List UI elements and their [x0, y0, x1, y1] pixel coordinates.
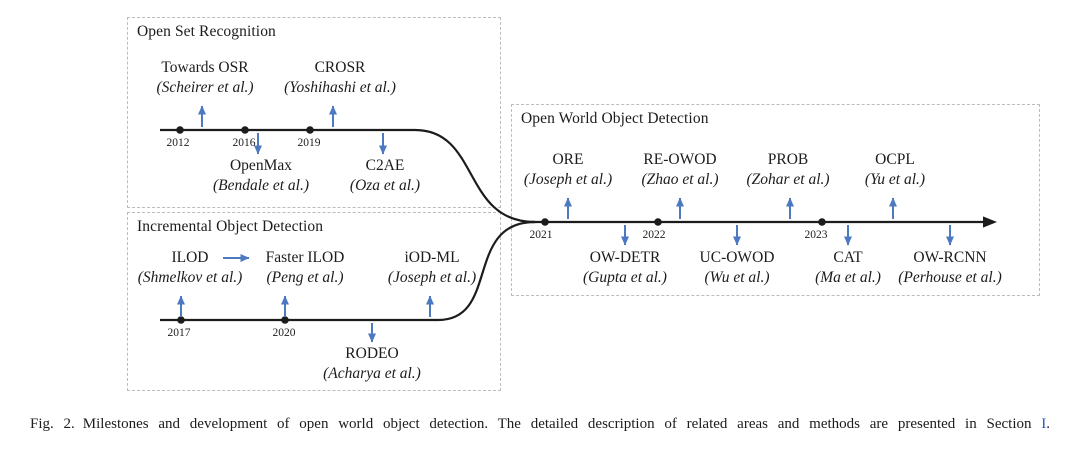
figure-caption: Fig. 2. Milestones and development of ope…	[30, 416, 1050, 433]
owod-panel-box	[511, 104, 1040, 296]
year-label-2012: 2012	[166, 137, 190, 149]
milestone-ore: ORE (Joseph et al.)	[524, 150, 612, 190]
milestone-name: Towards OSR	[161, 59, 249, 76]
milestone-citation: (Shmelkov et al.)	[137, 269, 243, 286]
year-label-2020: 2020	[272, 327, 296, 339]
caption-text: Milestones and development of open world…	[82, 416, 1032, 432]
osr-timeline-path	[160, 128, 536, 224]
milestone-citation: (Yoshihashi et al.)	[284, 79, 396, 96]
milestone-faster-ilod: Faster ILOD (Peng et al.)	[266, 248, 345, 288]
milestone-name: ILOD	[171, 249, 209, 266]
milestone-name: CAT	[833, 249, 863, 266]
milestone-towards-osr: Towards OSR (Scheirer et al.)	[156, 58, 253, 98]
iod-panel-title: Incremental Object Detection	[137, 218, 324, 235]
dot-2023	[818, 218, 826, 226]
milestone-ow-detr: OW-DETR (Gupta et al.)	[583, 248, 667, 288]
dot-2020	[281, 316, 289, 324]
milestone-citation: (Scheirer et al.)	[156, 79, 254, 96]
milestone-name: Faster ILOD	[265, 249, 345, 266]
year-label-2023: 2023	[804, 229, 828, 241]
dot-2016	[241, 126, 249, 134]
milestone-name: C2AE	[365, 157, 405, 174]
iod-panel-box	[127, 212, 501, 391]
iod-timeline-path	[160, 220, 536, 322]
milestone-citation: (Bendale et al.)	[213, 177, 309, 194]
milestone-citation: (Joseph et al.)	[523, 171, 613, 188]
owod-panel-title: Open World Object Detection	[521, 110, 709, 127]
dot-2021	[541, 218, 549, 226]
dot-2012	[176, 126, 184, 134]
year-label-2017: 2017	[167, 327, 191, 339]
owod-timeline-arrowhead-icon	[983, 216, 997, 228]
milestone-c2ae: C2AE (Oza et al.)	[350, 156, 420, 196]
timeline-graphic	[160, 105, 997, 343]
milestone-name: ORE	[552, 151, 584, 168]
milestone-ocpl: OCPL (Yu et al.)	[865, 150, 925, 190]
milestone-re-owod: RE-OWOD (Zhao et al.)	[641, 150, 718, 190]
milestone-citation: (Zhao et al.)	[641, 171, 719, 188]
milestone-openmax: OpenMax (Bendale et al.)	[213, 156, 309, 196]
milestone-citation: (Peng et al.)	[266, 269, 344, 286]
milestone-cat: CAT (Ma et al.)	[815, 248, 881, 288]
year-label-2019: 2019	[297, 137, 321, 149]
dot-2022	[654, 218, 662, 226]
milestone-uc-owod: UC-OWOD (Wu et al.)	[700, 248, 775, 288]
milestone-name: CROSR	[314, 59, 366, 76]
milestone-ilod: ILOD (Shmelkov et al.)	[138, 248, 243, 288]
dot-2017	[177, 316, 185, 324]
milestone-name: OpenMax	[229, 157, 292, 174]
milestone-citation: (Oza et al.)	[349, 177, 421, 194]
milestone-name: RE-OWOD	[643, 151, 717, 168]
milestone-citation: (Yu et al.)	[864, 171, 926, 188]
year-label-2021: 2021	[529, 229, 553, 241]
osr-panel-box	[127, 17, 501, 208]
dot-2019	[306, 126, 314, 134]
milestone-name: OW-DETR	[589, 249, 661, 266]
caption-section-link[interactable]: I	[1041, 416, 1047, 432]
milestone-citation: (Gupta et al.)	[583, 269, 667, 286]
milestone-citation: (Ma et al.)	[815, 269, 881, 286]
milestone-name: PROB	[767, 151, 809, 168]
milestone-name: UC-OWOD	[699, 249, 775, 266]
milestone-name: RODEO	[345, 345, 399, 362]
milestone-rodeo: RODEO (Acharya et al.)	[323, 344, 421, 384]
caption-figure-label: Fig. 2.	[30, 416, 75, 432]
milestone-citation: (Acharya et al.)	[323, 365, 421, 382]
milestone-ow-rcnn: OW-RCNN (Perhouse et al.)	[898, 248, 1001, 288]
milestone-name: OCPL	[875, 151, 915, 168]
osr-panel-title: Open Set Recognition	[137, 23, 276, 40]
year-label-2016: 2016	[232, 137, 256, 149]
milestone-name: OW-RCNN	[913, 249, 987, 266]
milestone-citation: (Perhouse et al.)	[898, 269, 1002, 286]
milestone-iod-ml: iOD-ML (Joseph et al.)	[388, 248, 476, 288]
milestone-citation: (Zohar et al.)	[746, 171, 830, 188]
milestone-prob: PROB (Zohar et al.)	[746, 150, 829, 190]
milestone-citation: (Wu et al.)	[704, 269, 770, 286]
year-label-2022: 2022	[642, 229, 666, 241]
milestone-citation: (Joseph et al.)	[387, 269, 477, 286]
milestone-name: iOD-ML	[404, 249, 460, 266]
caption-period: .	[1046, 416, 1050, 432]
milestone-crosr: CROSR (Yoshihashi et al.)	[284, 58, 396, 98]
